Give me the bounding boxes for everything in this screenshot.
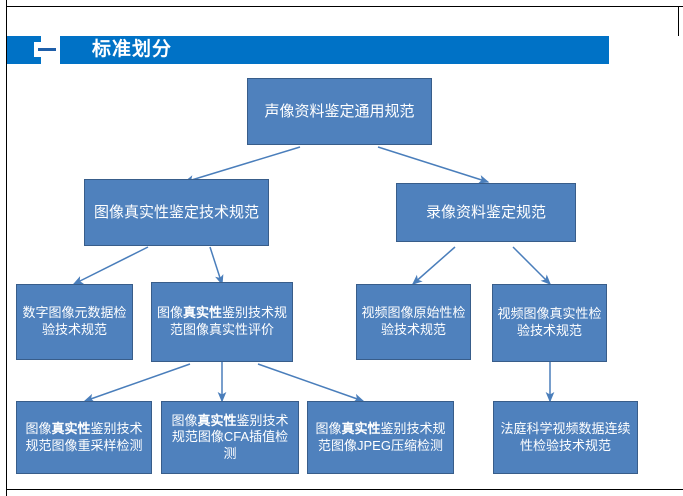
node-label: 图像真实性鉴别技术规范图像真实性评价	[156, 305, 288, 337]
diagram-node-continuity[interactable]: 法庭科学视频数据连续性检验技术规范	[493, 401, 638, 474]
edge-root-to-image-std	[183, 146, 301, 184]
diagram-node-root[interactable]: 声像资料鉴定通用规范	[247, 78, 432, 145]
node-label: 图像真实性鉴别技术规范图像CFA插值检测	[171, 412, 289, 461]
slide-frame-top	[6, 6, 683, 7]
slide-frame-bottom	[6, 489, 683, 490]
node-label: 视频图像真实性检验技术规范	[497, 306, 602, 338]
slide-title-band: 标准划分	[7, 36, 678, 64]
node-label: 图像真实性鉴定技术规范	[93, 203, 259, 221]
edge-image-std-to-meta-std	[72, 246, 149, 285]
edge-video-std-to-video-orig	[411, 246, 456, 285]
node-label: 图像真实性鉴别技术规范图像JPEG压缩检测	[315, 420, 446, 453]
diagram-node-cfa[interactable]: 图像真实性鉴别技术规范图像CFA插值检测	[161, 401, 299, 474]
slide-frame-right	[678, 6, 679, 36]
diagram-node-video-auth[interactable]: 视频图像真实性检验技术规范	[492, 284, 607, 362]
node-label: 录像资料鉴定规范	[425, 203, 546, 221]
node-label: 视频图像原始性检验技术规范	[361, 305, 466, 337]
diagram-node-jpeg[interactable]: 图像真实性鉴别技术规范图像JPEG压缩检测	[307, 401, 454, 474]
node-label: 图像真实性鉴别技术规范图像重采样检测	[25, 420, 143, 453]
slide-frame-left	[6, 0, 7, 496]
node-label: 法庭科学视频数据连续性检验技术规范	[500, 420, 631, 453]
diagram-node-video-orig[interactable]: 视频图像原始性检验技术规范	[356, 284, 471, 360]
diagram-node-meta-std[interactable]: 数字图像元数据检验技术规范	[16, 284, 133, 360]
title-notch-accent	[38, 48, 56, 51]
edge-auth-eval-to-jpeg	[257, 363, 365, 403]
page-title: 标准划分	[92, 39, 173, 60]
diagram-node-video-std[interactable]: 录像资料鉴定规范	[396, 183, 576, 242]
edge-video-std-to-video-auth	[512, 246, 552, 286]
diagram-node-auth-eval[interactable]: 图像真实性鉴别技术规范图像真实性评价	[151, 282, 293, 362]
diagram-node-resample[interactable]: 图像真实性鉴别技术规范图像重采样检测	[16, 401, 152, 474]
title-accent-bar	[60, 36, 609, 64]
edge-image-std-to-auth-eval	[209, 246, 224, 286]
diagram-node-image-std[interactable]: 图像真实性鉴定技术规范	[84, 179, 269, 246]
node-label: 声像资料鉴定通用规范	[264, 102, 415, 120]
edge-root-to-video-std	[377, 146, 490, 184]
node-label: 数字图像元数据检验技术规范	[22, 305, 127, 337]
edge-auth-eval-to-resample	[83, 363, 191, 403]
